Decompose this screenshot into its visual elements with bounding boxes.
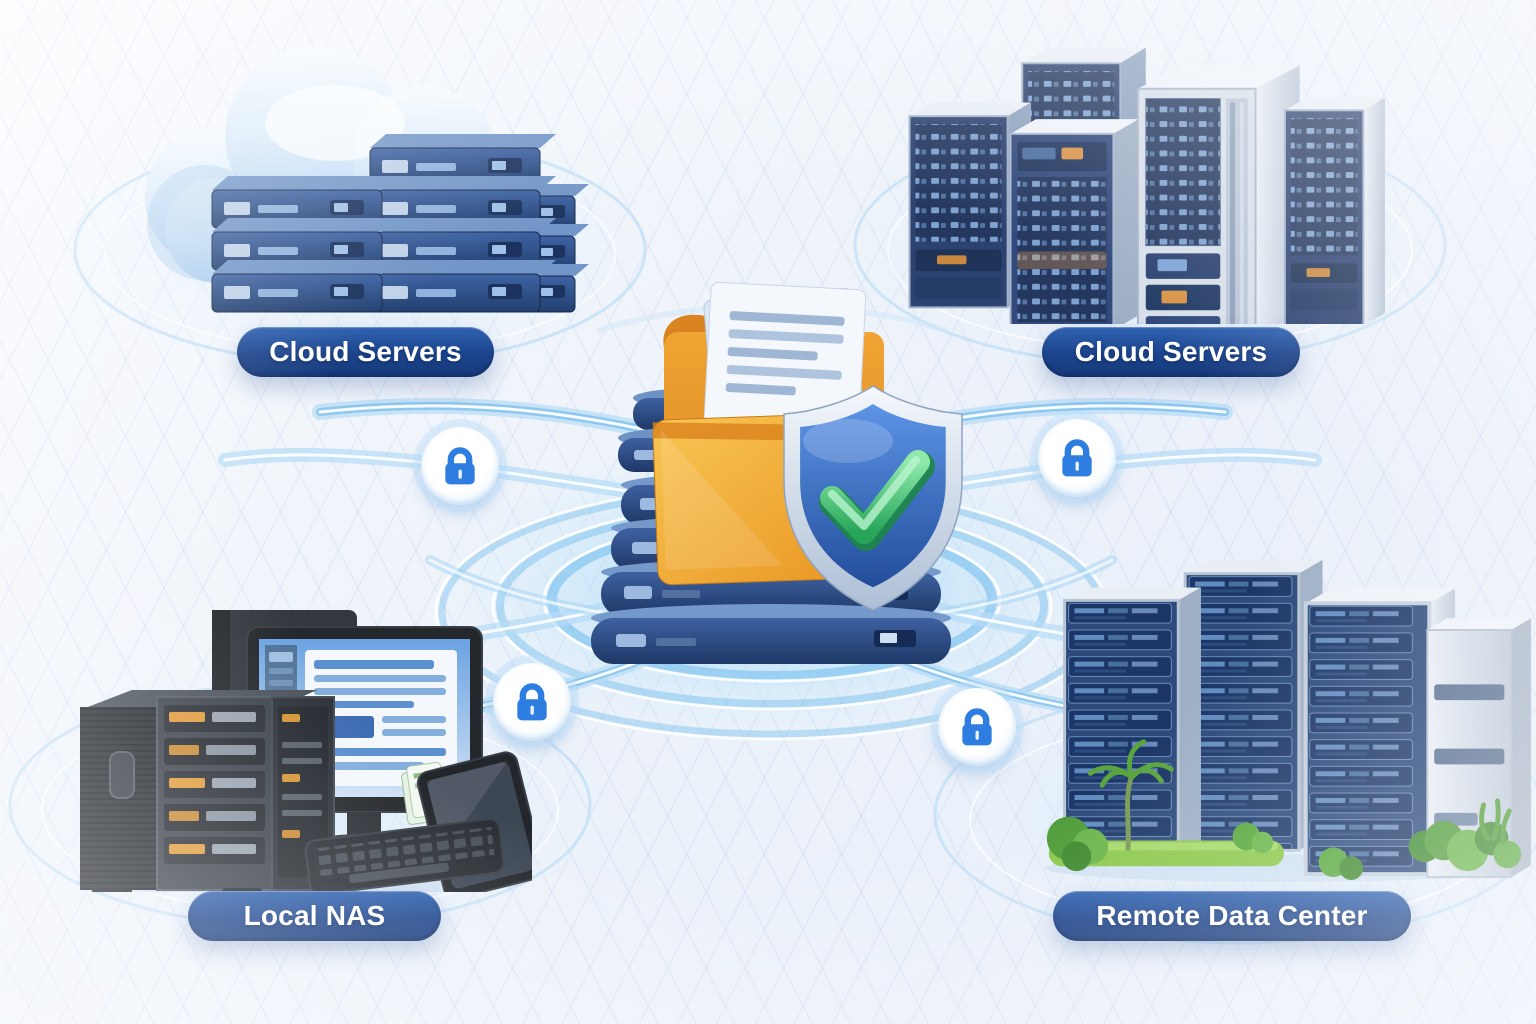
central-protected-storage-illustration: [556, 266, 986, 686]
node-label-remote-data-center: Remote Data Center: [1053, 891, 1411, 941]
remote-data-center-illustration: [1036, 546, 1532, 882]
nas-tower-icon: [80, 690, 335, 892]
padlock-icon: [517, 683, 547, 721]
local-nas-illustration: [62, 592, 532, 892]
node-label-cloud-servers-left: Cloud Servers: [237, 327, 494, 377]
node-label-cloud-servers-right: Cloud Servers: [1042, 327, 1300, 377]
node-label-local-nas: Local NAS: [188, 891, 441, 941]
padlock-badge: [493, 663, 571, 741]
data-center-buildings-icon: [1063, 559, 1532, 879]
node-label-text: Local NAS: [243, 900, 386, 931]
node-label-text: Remote Data Center: [1096, 900, 1368, 931]
node-label-text: Cloud Servers: [1074, 336, 1268, 367]
cloud-servers-left-illustration: [120, 28, 590, 318]
node-label-text: Cloud Servers: [269, 336, 462, 367]
padlock-icon: [445, 447, 475, 485]
padlock-badge: [1038, 419, 1116, 497]
padlock-badge: [421, 427, 499, 505]
padlock-icon: [962, 708, 992, 746]
padlock-icon: [1062, 439, 1092, 477]
padlock-badge: [938, 688, 1016, 766]
